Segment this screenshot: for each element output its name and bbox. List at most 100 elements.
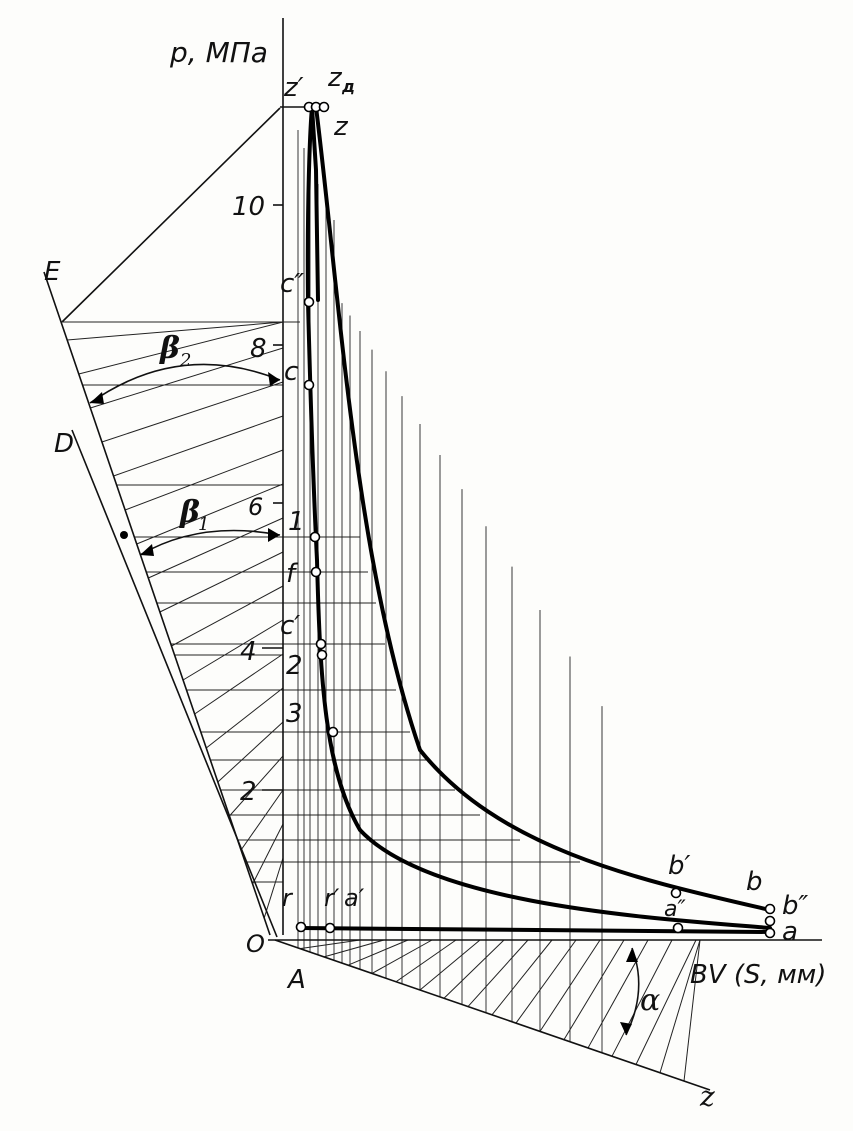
- label-beta2: β: [159, 331, 180, 366]
- hatch-line: [419, 939, 481, 991]
- label-f: f: [286, 559, 299, 589]
- hatch-line: [263, 857, 284, 919]
- label-a: a: [782, 917, 798, 947]
- label-b: b: [746, 867, 763, 897]
- hatch-line: [78, 321, 284, 375]
- hatch-line: [194, 653, 284, 715]
- label-z-d: z: [327, 63, 343, 93]
- point-r: [295, 921, 307, 933]
- hatch-line: [67, 321, 284, 341]
- label-beta1-sub: 1: [198, 514, 209, 535]
- horizontal-projection-lines: [82, 384, 580, 883]
- hatch-line: [252, 823, 284, 885]
- label-E: E: [44, 257, 61, 287]
- tick-label-2: 2: [240, 777, 257, 807]
- label-beta2-sub: 2: [179, 350, 191, 371]
- label-beta1: β: [179, 495, 200, 530]
- vertical-projection-lines: [297, 130, 603, 1053]
- point-c-dprime: [303, 296, 315, 308]
- hatch-line: [587, 939, 649, 1049]
- label-A: A: [286, 965, 306, 995]
- alpha-arrow-bottom: [620, 1022, 632, 1035]
- point-a-dprime: [672, 922, 684, 934]
- beta2-arrow-left: [90, 392, 104, 404]
- hatch-line: [101, 381, 284, 443]
- label-z-line: z: [699, 1080, 715, 1113]
- label-D: D: [54, 429, 74, 459]
- label-3: 3: [286, 699, 303, 729]
- beta2-arc: [89, 363, 281, 404]
- exhaust-intake-line: [298, 926, 772, 934]
- line-OD: [71, 429, 278, 938]
- y-axis-label: p, МПа: [169, 36, 268, 69]
- expansion-curve: [314, 105, 772, 912]
- hatch-left-region: [67, 321, 284, 919]
- label-2: 2: [286, 651, 303, 681]
- label-r: r: [282, 884, 294, 912]
- label-a-dprime: a″: [664, 897, 686, 922]
- ray-alpha: [274, 939, 711, 1091]
- label-b-prime: b′: [668, 851, 691, 881]
- label-r-prime: r′: [324, 884, 340, 912]
- hatch-line: [467, 939, 529, 1007]
- tick-label-8: 8: [250, 334, 267, 364]
- point-r-prime: [324, 922, 336, 934]
- label-z-d-sub: д: [341, 77, 355, 96]
- hatch-line: [171, 585, 284, 647]
- compression-curve: [305, 105, 772, 930]
- hatch-line: [635, 939, 697, 1065]
- expansion-left-branch: [310, 105, 320, 302]
- point-f: [310, 566, 322, 578]
- tick-label-6: 6: [248, 493, 263, 521]
- point-2: [316, 649, 328, 661]
- point-b-dprime: [764, 915, 776, 927]
- origin-label: O: [246, 930, 265, 958]
- hatch-line: [443, 939, 505, 999]
- point-a: [764, 927, 776, 939]
- label-c: c: [284, 357, 298, 387]
- tick-label-4: 4: [240, 637, 257, 667]
- x-axis-label: BV (S, мм): [690, 960, 826, 990]
- label-b-dprime: b″: [782, 891, 809, 921]
- label-a-prime: a′: [344, 884, 365, 912]
- label-z-prime: z′: [283, 73, 304, 103]
- hatch-line: [148, 517, 284, 579]
- hatch-line: [659, 939, 701, 1073]
- hatch-line: [90, 347, 284, 409]
- label-alpha: α: [640, 983, 660, 1018]
- beta2-arrow-right: [268, 372, 280, 386]
- hatch-line: [491, 939, 553, 1016]
- hatch-line: [205, 687, 284, 749]
- point-b-prime: [670, 887, 682, 899]
- hatch-line: [113, 415, 284, 477]
- point-b: [764, 903, 776, 915]
- beta1-arrow-right: [268, 528, 280, 542]
- hatch-line: [182, 619, 284, 681]
- point-z: [318, 101, 330, 113]
- point-c: [303, 379, 315, 391]
- hatch-line: [124, 449, 284, 511]
- hatch-line: [159, 551, 284, 613]
- point-3: [327, 726, 339, 738]
- hatch-line: [299, 939, 361, 950]
- label-c-dprime: c″: [280, 269, 304, 299]
- tick-label-10: 10: [232, 192, 265, 222]
- hatch-line: [611, 939, 673, 1057]
- beta1-arrow-left: [140, 544, 154, 556]
- label-c-prime: c′: [280, 611, 300, 641]
- point-beta1-base: [120, 531, 128, 539]
- hatch-line: [683, 939, 701, 1082]
- hatch-line: [347, 939, 409, 966]
- line-E-zmax: [61, 107, 281, 323]
- label-1: 1: [288, 507, 305, 537]
- hatch-line: [563, 939, 625, 1040]
- hatch-line: [395, 939, 457, 983]
- point-c-prime: [315, 638, 327, 650]
- hatch-line: [229, 755, 284, 817]
- beta1-arc: [139, 529, 281, 556]
- alpha-arrow-top: [626, 948, 638, 962]
- point-1: [309, 531, 321, 543]
- label-z: z: [333, 112, 349, 142]
